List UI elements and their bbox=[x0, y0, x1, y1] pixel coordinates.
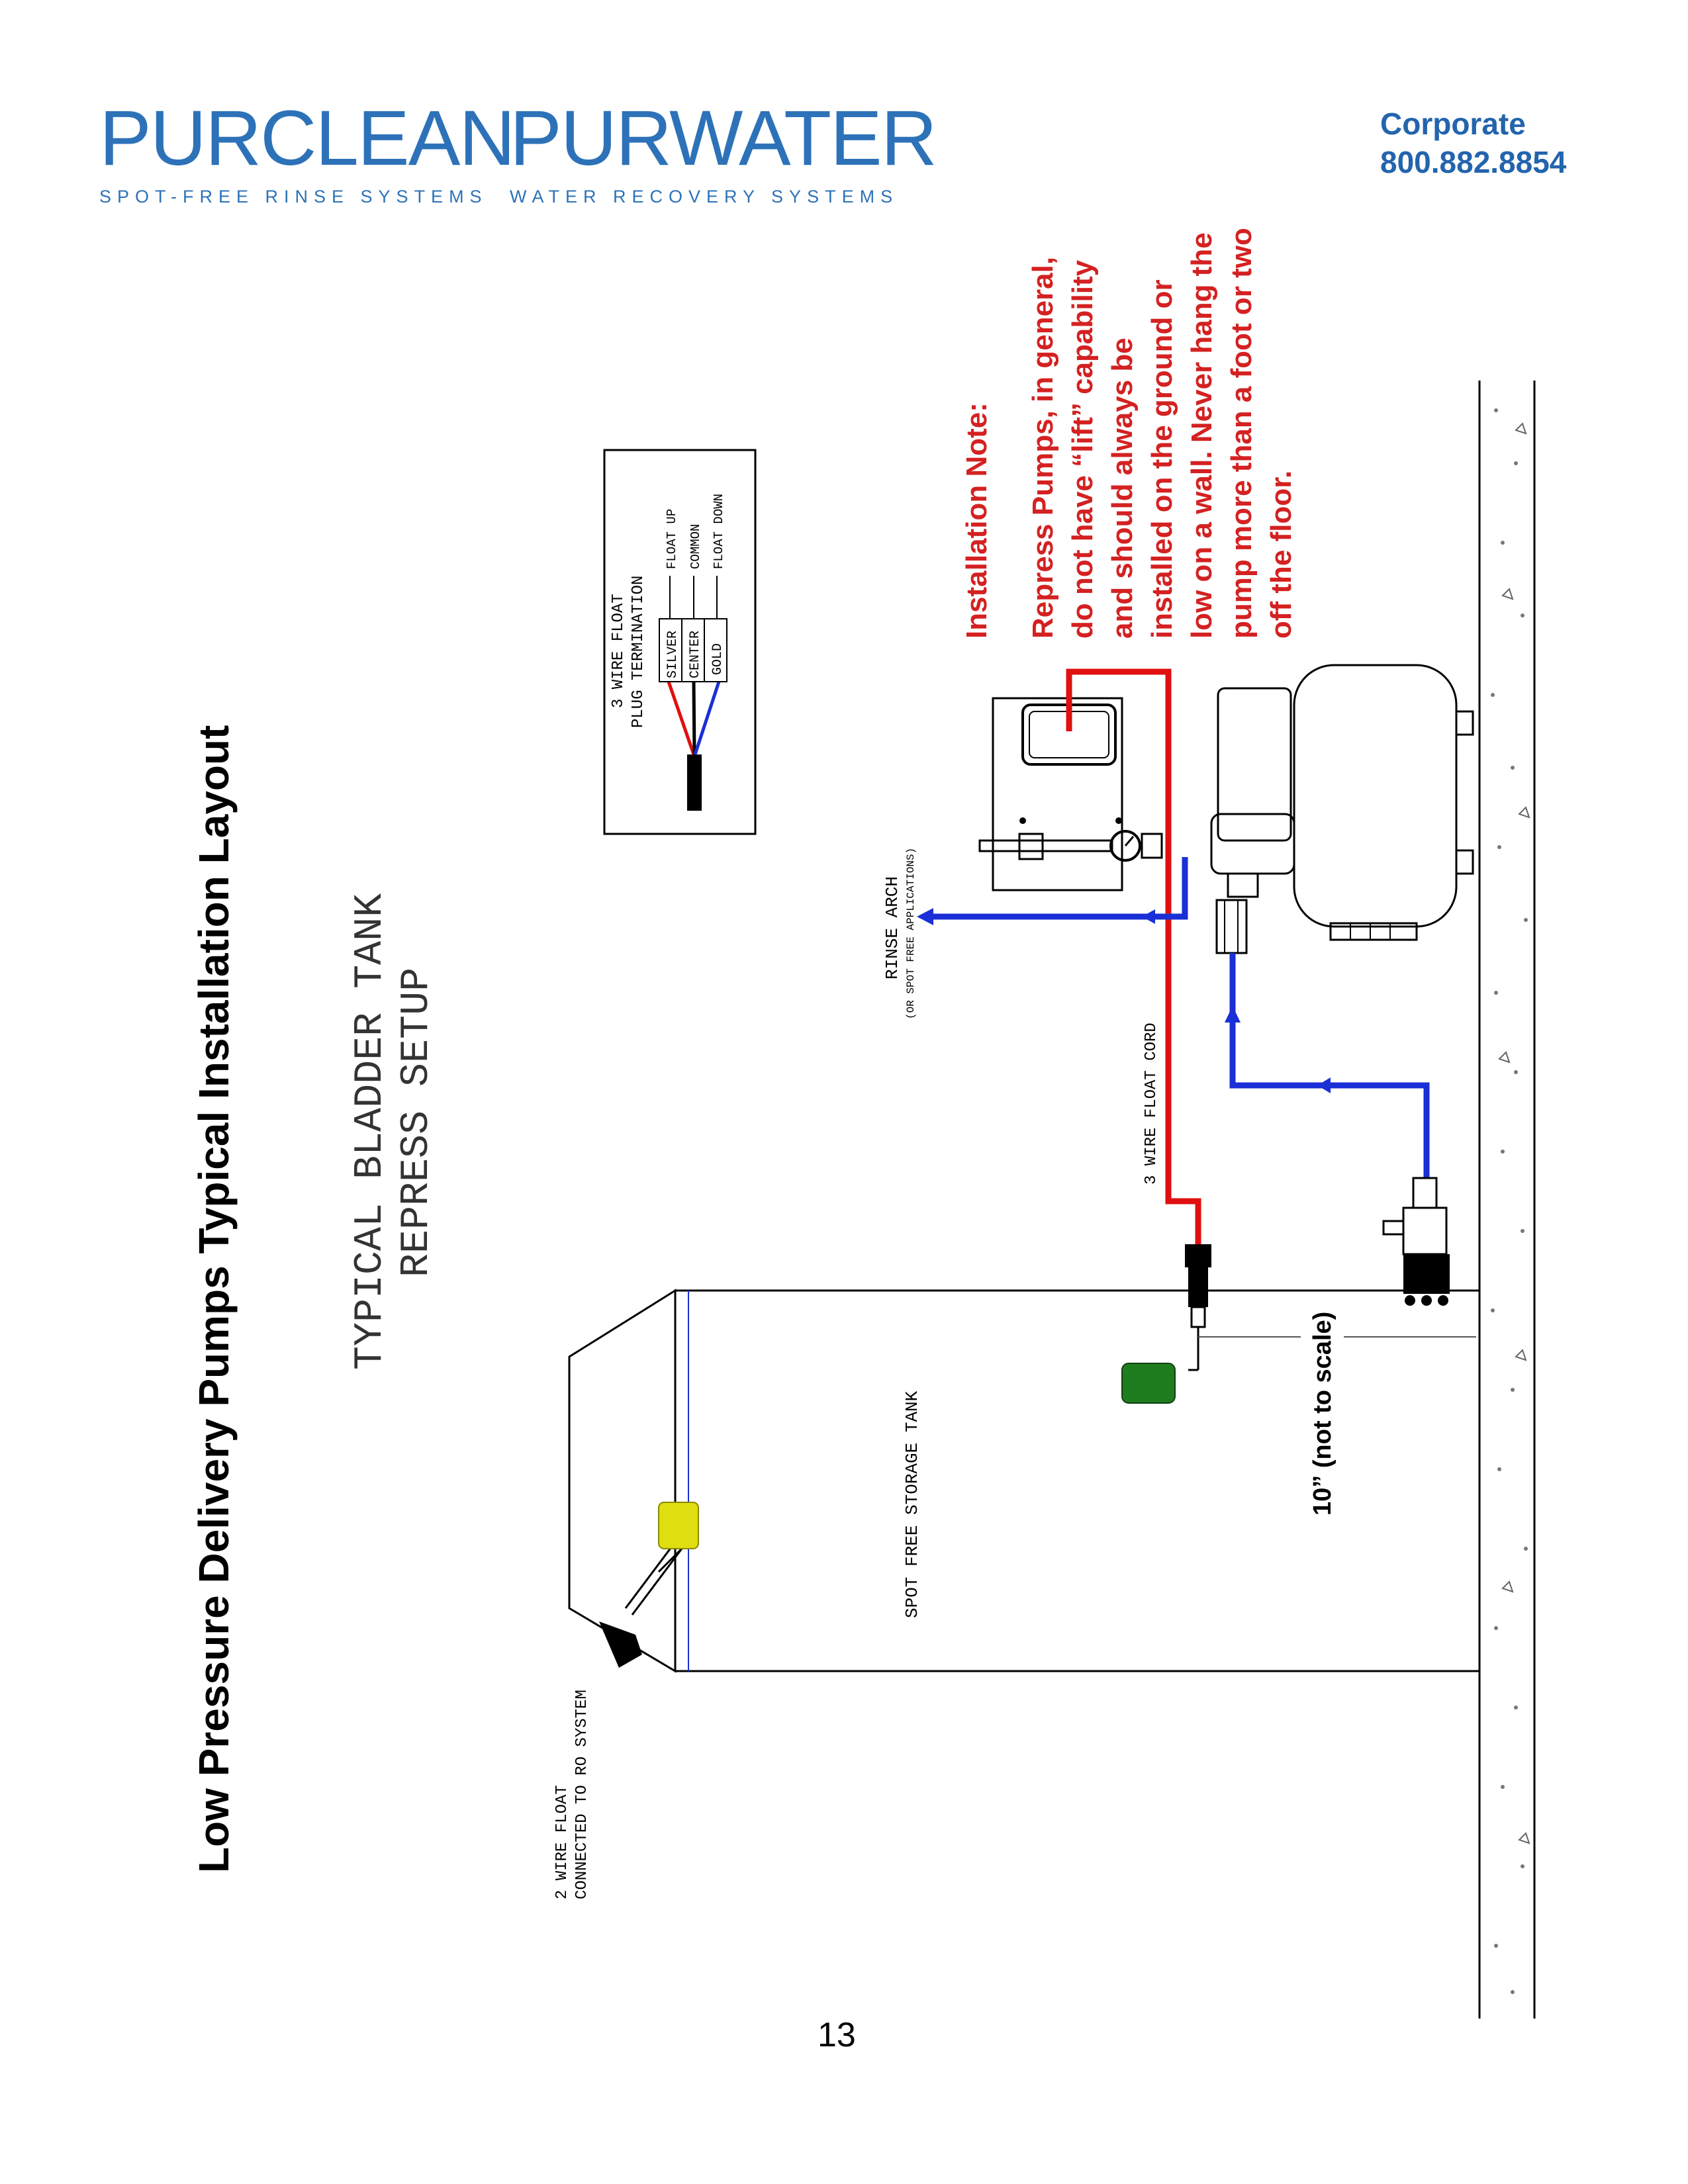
purclean-tagline: SPOT-FREE RINSE SYSTEMS bbox=[99, 187, 488, 206]
installation-note-line-7: off the floor. bbox=[1265, 471, 1297, 639]
rinse-arch-label-2: (OR SPOT FREE APPLICATIONS) bbox=[905, 848, 917, 1019]
function-float-up: FLOAT UP bbox=[665, 509, 679, 569]
purwater-tagline: WATER RECOVERY SYSTEMS bbox=[510, 187, 899, 206]
function-float-down: FLOAT DOWN bbox=[712, 494, 726, 569]
bladder-tank bbox=[1293, 664, 1474, 941]
pump-outlet-fitting bbox=[1215, 899, 1248, 954]
installation-note-line-3: and should always be bbox=[1106, 338, 1139, 639]
installation-note-line-6: pump more than a foot or two bbox=[1225, 228, 1258, 639]
ball-valve bbox=[1382, 1177, 1450, 1306]
installation-note: Installation Note: Repress Pumps, in gen… bbox=[961, 228, 1297, 639]
plug-box-title-1: 3 WIRE FLOAT bbox=[610, 594, 628, 708]
storage-tank-label: SPOT FREE STORAGE TANK bbox=[902, 1390, 922, 1618]
corporate-label: Corporate bbox=[1380, 107, 1526, 141]
storage-tank: SPOT FREE STORAGE TANK 2 WIRE FLOAT CONN… bbox=[553, 1289, 1481, 1899]
corporate-contact: Corporate 800.882.8854 bbox=[1380, 105, 1566, 181]
repress-pump bbox=[1210, 687, 1295, 954]
green-float bbox=[1121, 1363, 1176, 1404]
installation-note-heading: Installation Note: bbox=[961, 402, 993, 639]
setup-title-line2: REPRESS SETUP bbox=[395, 968, 440, 1277]
yellow-float bbox=[658, 1502, 699, 1549]
terminal-gold: GOLD bbox=[710, 643, 726, 675]
function-common: COMMON bbox=[688, 524, 703, 569]
installation-note-line-4: installed on the ground or bbox=[1146, 279, 1178, 639]
concrete-speckle bbox=[1491, 408, 1528, 1994]
purclean-wordmark: PURCLEAN bbox=[99, 95, 516, 182]
bulkhead-float bbox=[1121, 1244, 1211, 1404]
floor-wall bbox=[1478, 381, 1536, 2019]
plug-body bbox=[687, 754, 702, 811]
pressure-gauge-icon bbox=[1109, 830, 1141, 862]
corporate-phone[interactable]: 800.882.8854 bbox=[1380, 145, 1567, 179]
page-number: 13 bbox=[818, 2016, 856, 2054]
float-cord-label: 3 WIRE FLOAT CORD bbox=[1143, 1023, 1160, 1185]
setup-title-line1: TYPICAL BLADDER TANK bbox=[348, 893, 393, 1370]
page-title: Low Pressure Delivery Pumps Typical Inst… bbox=[190, 725, 238, 1873]
installation-note-line-2: do not have “lift” capability bbox=[1066, 259, 1099, 639]
two-wire-float-label-2: CONNECTED TO RO SYSTEM bbox=[573, 1690, 591, 1899]
purwater-wordmark: PURWATER bbox=[510, 95, 937, 182]
water-drop-u: U bbox=[150, 95, 207, 182]
purclean-logo: PURCLEAN SPOT-FREE RINSE SYSTEMS bbox=[99, 95, 516, 207]
water-drop-u: U bbox=[560, 95, 617, 182]
terminal-silver: SILVER bbox=[665, 631, 680, 678]
dimension-indicator: 10” (not to scale) bbox=[1198, 1312, 1476, 1516]
rinse-arch-label-1: RINSE ARCH bbox=[882, 876, 902, 979]
two-wire-float-label-1: 2 WIRE FLOAT bbox=[553, 1785, 571, 1899]
dimension-label: 10” (not to scale) bbox=[1309, 1312, 1336, 1516]
float-cord: 3 WIRE FLOAT CORD bbox=[1066, 668, 1201, 1244]
terminal-center: CENTER bbox=[688, 631, 703, 678]
installation-note-line-5: low on a wall. Never hang the bbox=[1186, 232, 1218, 639]
purwater-logo: PURWATER WATER RECOVERY SYSTEMS bbox=[510, 95, 937, 207]
plug-box-title-2: PLUG TERMINATION bbox=[630, 576, 647, 728]
water-pipes: RINSE ARCH (OR SPOT FREE APPLICATIONS) bbox=[882, 848, 1430, 1178]
plug-termination-box: 3 WIRE FLOAT PLUG TERMINATION SILVER CEN… bbox=[603, 449, 757, 835]
installation-note-line-1: Repress Pumps, in general, bbox=[1027, 257, 1059, 639]
